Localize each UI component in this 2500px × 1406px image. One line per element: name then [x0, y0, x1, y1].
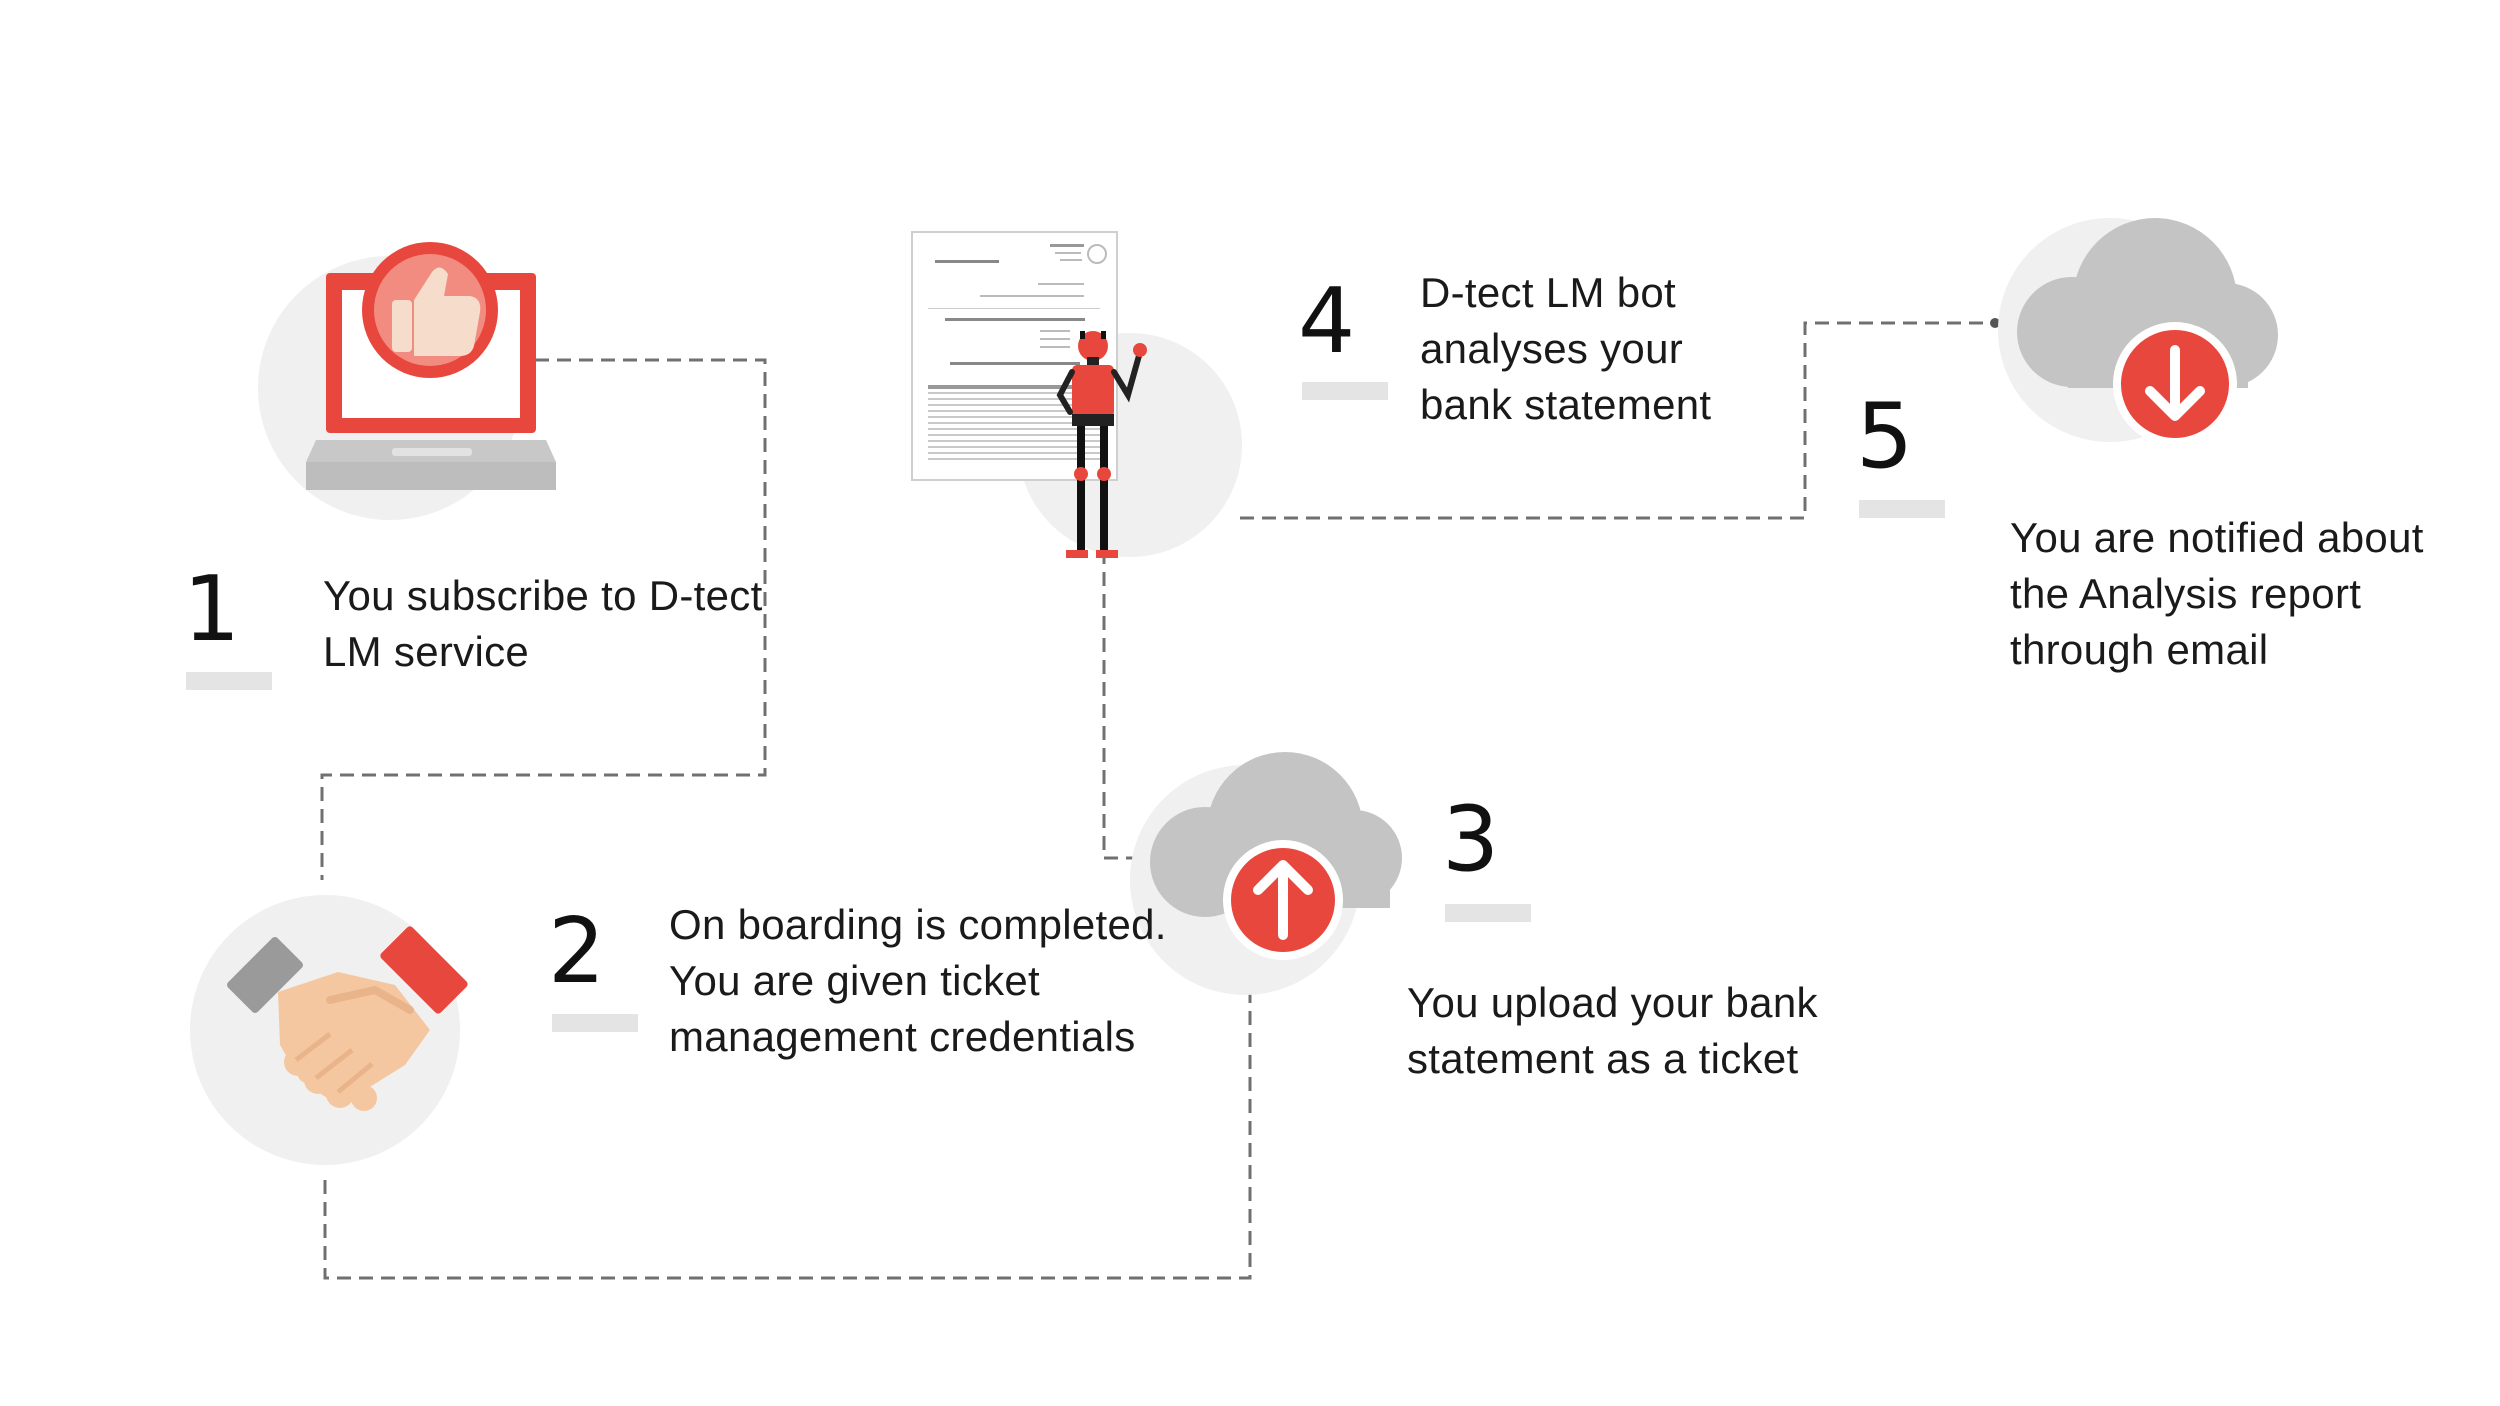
step-4-line-1: D-tect LM bot — [1420, 269, 1676, 316]
laptop-thumbs-up-icon — [258, 242, 556, 520]
step-1-number: 1 — [183, 557, 241, 662]
robot-document-icon — [911, 231, 1242, 558]
step-5-underline — [1859, 500, 1945, 518]
step-2-line-2: You are given ticket — [669, 957, 1041, 1004]
connector-lines — [320, 321, 1995, 1280]
connector-2-3 — [323, 980, 1252, 1280]
step-5-description: You are notified about the Analysis repo… — [2010, 510, 2424, 678]
step-5-line-2: the Analysis report — [2010, 570, 2362, 617]
step-5-line-3: through email — [2010, 626, 2269, 673]
step-2-number: 2 — [548, 899, 606, 1004]
connector-3-4 — [1102, 555, 1140, 860]
robot-figure — [1056, 331, 1147, 558]
step-3-underline — [1445, 904, 1531, 922]
step-4-line-2: analyses your — [1420, 325, 1684, 372]
step-3-description: You upload your bank statement as a tick… — [1407, 975, 1818, 1087]
step-3-line-2: statement as a ticket — [1407, 1035, 1799, 1082]
cloud-download-icon — [1998, 218, 2278, 446]
step-5-line-1: You are notified about — [2010, 514, 2424, 561]
step-4-line-3: bank statement — [1420, 381, 1712, 428]
connector-dot — [1990, 318, 2000, 328]
step-1-line-2: LM service — [323, 628, 530, 675]
step-4-number: 4 — [1298, 269, 1356, 374]
step-5-number: 5 — [1856, 384, 1914, 489]
step-4-underline — [1302, 382, 1388, 400]
step-1-description: You subscribe to D-tect LM service — [323, 568, 763, 680]
connector-4-5 — [1240, 321, 1995, 520]
step-2-underline — [552, 1014, 638, 1032]
step-2-line-3: management credentials — [669, 1013, 1136, 1060]
step-2-line-1: On boarding is completed. — [669, 901, 1167, 948]
step-3-number: 3 — [1442, 787, 1500, 892]
cloud-upload-icon — [1130, 752, 1402, 995]
step-1-underline — [186, 672, 272, 690]
step-2-description: On boarding is completed. You are given … — [669, 897, 1167, 1065]
handshake-icon — [190, 895, 468, 1165]
step-4-description: D-tect LM bot analyses your bank stateme… — [1420, 265, 1711, 433]
connector-1-2 — [320, 358, 767, 880]
step-3-line-1: You upload your bank — [1407, 979, 1818, 1026]
step-1-line-1: You subscribe to D-tect — [323, 572, 763, 619]
